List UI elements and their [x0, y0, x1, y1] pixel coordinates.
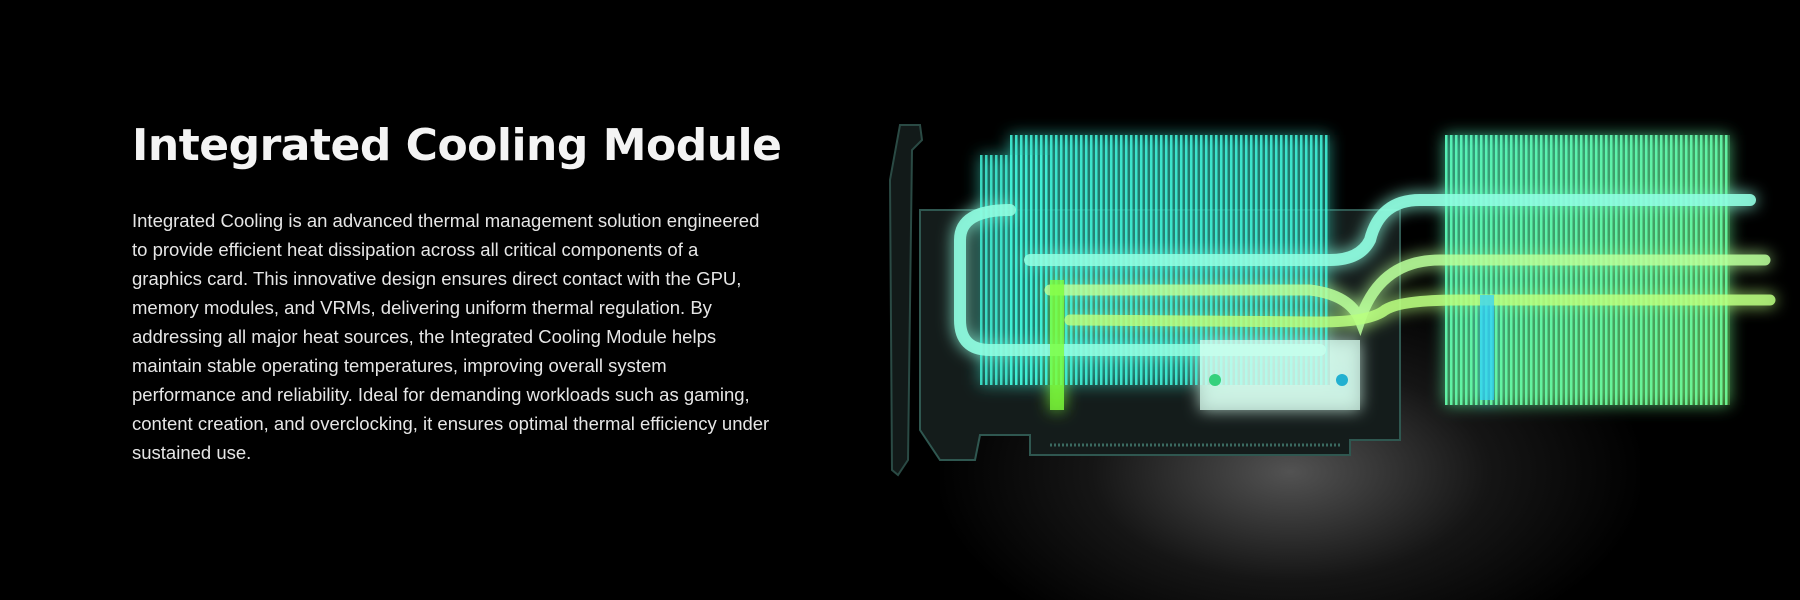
text-column: Integrated Cooling Module Integrated Coo… [132, 118, 782, 467]
cooling-module-illustration [880, 60, 1800, 600]
section-title: Integrated Cooling Module [132, 120, 782, 171]
section-description: Integrated Cooling is an advanced therma… [132, 210, 770, 463]
gpu-heatsink-graphic [888, 124, 1776, 477]
